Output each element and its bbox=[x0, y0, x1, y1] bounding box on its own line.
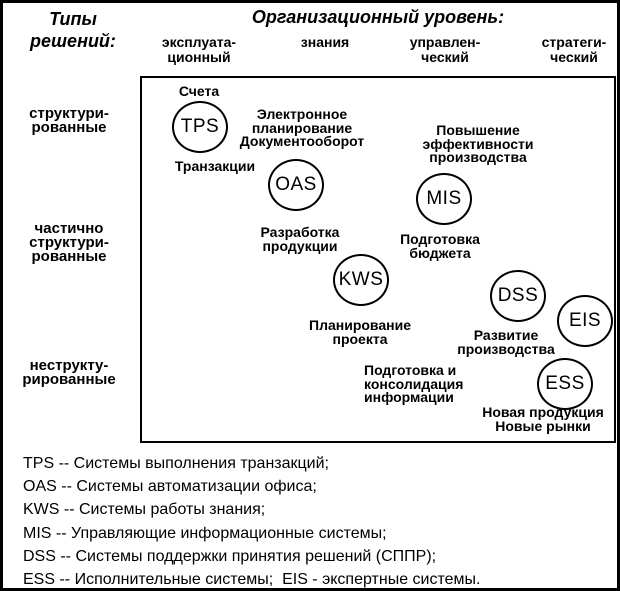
legend-line-mis: MIS -- Управляющие информационные систем… bbox=[23, 524, 387, 542]
column-header-operational: эксплуата- ционный bbox=[161, 34, 237, 65]
column-header-knowledge: знания bbox=[300, 34, 350, 50]
legend: TPS -- Системы выполнения транзакций; OA… bbox=[23, 452, 613, 589]
dss-circle: DSS bbox=[490, 270, 546, 322]
annotation-information-consolidation: Подготовка и консолидация информации bbox=[364, 362, 464, 405]
annotation-production-growth: Развитие производства bbox=[457, 327, 555, 357]
row-label-unstructured: неструкту- рированные bbox=[22, 357, 116, 388]
legend-line-kws: KWS -- Системы работы знания; bbox=[23, 501, 266, 519]
legend-line-oas: OAS -- Системы автоматизации офиса; bbox=[23, 478, 317, 496]
legend-line-dss: DSS -- Системы поддержки принятия решени… bbox=[23, 547, 437, 565]
tps-circle: TPS bbox=[172, 101, 228, 153]
annotation-accounts: Счета bbox=[178, 83, 220, 99]
annotation-electronic-planning: Электронное планирование Документооборот bbox=[239, 106, 365, 149]
annotation-project-planning: Планирование проекта bbox=[309, 317, 411, 347]
eis-circle: EIS bbox=[557, 295, 613, 347]
column-header-strategic: стратеги- ческий bbox=[541, 34, 607, 65]
legend-line-tps: TPS -- Системы выполнения транзакций; bbox=[23, 455, 329, 472]
org-level-title: Организационный уровень: bbox=[251, 7, 505, 27]
column-header-management: управлен- ческий bbox=[409, 34, 481, 65]
annotation-budget-preparation: Подготовка бюджета bbox=[400, 231, 480, 261]
annotation-new-products-markets: Новая продукция Новые рынки bbox=[482, 404, 604, 434]
annotation-transactions: Транзакции bbox=[174, 158, 256, 174]
diagram-box bbox=[140, 76, 616, 443]
oas-circle: OAS bbox=[268, 159, 324, 211]
decision-types-title: Типы решений: bbox=[30, 9, 116, 51]
legend-line-ess-eis: ESS -- Исполнительные системы; EIS - экс… bbox=[23, 571, 481, 589]
annotation-product-development: Разработка продукции bbox=[260, 224, 340, 254]
ess-circle: ESS bbox=[537, 358, 593, 410]
annotation-production-efficiency: Повышение эффективности производства bbox=[422, 122, 534, 165]
mis-circle: MIS bbox=[416, 173, 472, 225]
row-label-semi-structured: частично структури- рованные bbox=[29, 220, 109, 265]
row-label-structured: структури- рованные bbox=[29, 105, 109, 136]
kws-circle: KWS bbox=[333, 254, 389, 306]
